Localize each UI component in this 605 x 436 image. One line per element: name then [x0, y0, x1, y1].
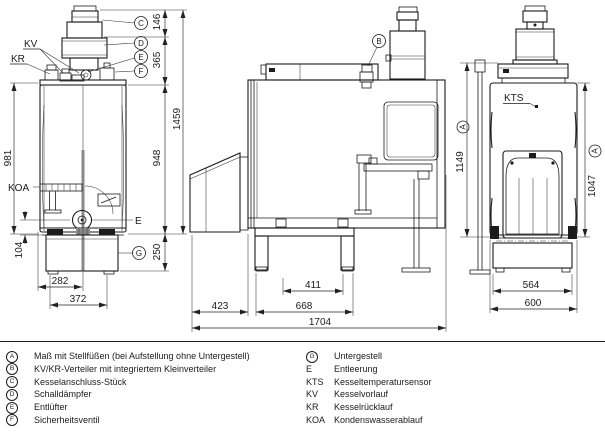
dim-1047: 1047	[587, 174, 598, 197]
legend-label-b: KV/KR-Verteiler mit integriertem Kleinve…	[34, 363, 217, 374]
legend-key-entleerung: E	[306, 363, 313, 374]
dim-564: 564	[523, 280, 540, 291]
callout-d: D	[138, 39, 144, 48]
legend-item-kts: KTS Kesseltemperatursensor	[306, 376, 602, 389]
drain-label: E	[135, 216, 142, 227]
top-fittings	[39, 62, 127, 86]
side-dimensions: 411 423 668 1704	[191, 175, 447, 332]
callout-e: E	[138, 53, 143, 62]
legend-key-f: F	[6, 414, 18, 427]
legend-label-kr: Kesselrücklauf	[334, 402, 393, 413]
side-body	[247, 63, 446, 229]
legend-item-c: C Kesselanschluss-Stück	[6, 376, 302, 389]
rear-dimensions: 1149 A 1047 A 564 600	[455, 62, 602, 313]
rear-support-pipe	[469, 59, 491, 275]
dim-981: 981	[3, 149, 14, 166]
legend-key-a: A	[6, 350, 18, 363]
dim-423: 423	[212, 301, 229, 312]
front-dimensions: 981 104 146 365 948 250 1459	[3, 9, 187, 309]
legend-item-kv: KV Kesselvorlauf	[306, 388, 602, 401]
dim-1459: 1459	[172, 107, 183, 130]
burner-hood	[189, 152, 249, 233]
dim-411: 411	[305, 280, 321, 291]
legend-key-kv: KV	[306, 389, 319, 400]
burner-door	[502, 150, 563, 239]
kts-label: KTS	[504, 93, 524, 104]
dim-282: 282	[52, 276, 69, 287]
legend-label-e: Entlüfter	[34, 402, 68, 413]
legend-right-column: G Untergestell E Entleerung KTS Kesseltempe…	[306, 350, 602, 427]
dim-1149-ref-a: A	[459, 124, 468, 130]
rear-view: KTS	[455, 5, 602, 313]
rear-view-stack	[512, 5, 558, 65]
callout-b: B	[376, 37, 381, 46]
rear-body	[489, 82, 578, 239]
legend-label-kv: Kesselvorlauf	[334, 389, 389, 400]
dim-250: 250	[152, 243, 163, 260]
dim-1047-ref-a: A	[591, 148, 600, 154]
legend-key-kts: KTS	[306, 376, 324, 387]
dim-948: 948	[152, 149, 163, 166]
rear-flue-stack	[385, 6, 426, 80]
legend-label-f: Sicherheitsventil	[34, 414, 100, 425]
dim-1704: 1704	[309, 317, 332, 328]
legend-label-c: Kesselanschluss-Stück	[34, 376, 127, 387]
side-pedestal	[254, 227, 355, 272]
boiler-body	[39, 84, 127, 271]
legend-label-kts: Kesseltemperatursensor	[334, 376, 432, 387]
legend-label-entleerung: Entleerung	[334, 363, 378, 374]
legend-key-kr: KR	[306, 402, 319, 413]
kts-marker: KTS	[503, 93, 538, 108]
callout-g: G	[136, 249, 142, 258]
condensate-assembly	[39, 183, 121, 231]
callout-c: C	[138, 19, 144, 28]
legend-label-koa: Kondenswasserablauf	[334, 414, 423, 425]
legend-key-e: E	[6, 401, 18, 414]
front-view: KV KR KOA E C D E F	[3, 5, 187, 309]
legend-label-g: Untergestell	[334, 351, 383, 361]
dim-365: 365	[152, 51, 163, 68]
flue-stack	[61, 5, 108, 71]
legend-item-b: B KV/KR-Verteiler mit integriertem Kleinv…	[6, 363, 302, 376]
legend-item-a: A Maß mit Stellfüßen (bei Aufstellung ohn…	[6, 350, 302, 363]
legend-item-g: G Untergestell	[306, 350, 602, 363]
legend-item-entleerung: E Entleerung	[306, 363, 602, 376]
legend-key-c: C	[6, 376, 18, 389]
kvkr-distributor: B	[359, 34, 386, 89]
legend-key-d: D	[6, 388, 18, 401]
rear-pedestal	[492, 237, 573, 273]
legend-item-koa: KOA Kondenswasserablauf	[306, 414, 602, 427]
legend-label-d: Schalldämpfer	[34, 389, 92, 400]
legend-label-a: Maß mit Stellfüßen (bei Aufstellung ohne…	[34, 351, 250, 361]
legend-item-e: E Entlüfter	[6, 401, 302, 414]
technical-drawing: KV KR KOA E C D E F	[3, 5, 602, 332]
legend-item-d: D Schalldämpfer	[6, 388, 302, 401]
kv-label: KV	[24, 39, 38, 50]
front-labels: KV KR KOA E	[8, 39, 142, 227]
dim-372: 372	[70, 294, 87, 305]
legend-key-g: G	[306, 350, 318, 363]
legend-separator	[0, 341, 605, 342]
legend-key-koa: KOA	[306, 414, 326, 425]
dim-1149: 1149	[455, 151, 466, 173]
bottom-frame	[40, 227, 126, 236]
dim-600: 600	[525, 298, 542, 309]
dim-146: 146	[152, 13, 163, 30]
rear-piping	[354, 154, 433, 273]
side-view: B 411	[189, 6, 447, 332]
koa-label: KOA	[8, 183, 29, 194]
front-callouts: C D E F G	[87, 16, 148, 260]
dim-104: 104	[14, 241, 25, 258]
legend-key-b: B	[6, 363, 18, 376]
callout-f: F	[139, 67, 144, 76]
kr-label: KR	[11, 54, 25, 65]
rear-top-plate	[497, 63, 569, 84]
legend-left-column: A Maß mit Stellfüßen (bei Aufstellung ohn…	[6, 350, 302, 427]
legend-item-kr: KR Kesselrücklauf	[306, 401, 602, 414]
legend-item-f: F Sicherheitsventil	[6, 414, 302, 427]
dim-668: 668	[296, 301, 313, 312]
